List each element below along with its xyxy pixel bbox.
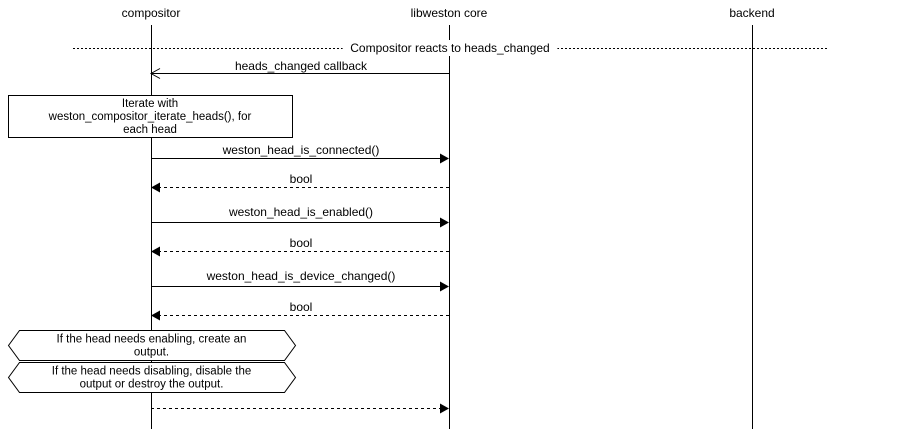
note-line: output. [134,347,169,359]
message-heads-changed-callback: heads_changed callback [149,59,449,79]
divider-text-backdrop [342,40,558,56]
note-line: each head [123,124,177,136]
participant-label-libweston-core: libweston core [411,6,488,20]
arrowhead-solid [151,182,160,193]
note-shape-rect [8,95,293,138]
note-enable-head-note: If the head needs enabling, create anout… [7,330,297,361]
note-line: If the head needs disabling, disable the [52,366,251,378]
note-shape-hexagon [7,330,297,361]
arrowhead-solid [440,217,449,228]
participant-labels-group: compositor libweston core backend [122,6,775,20]
note-line: If the head needs enabling, create an [57,334,247,346]
participant-label-backend: backend [729,6,774,20]
message-weston-head-is-device-changed: weston_head_is_device_changed() [151,269,449,292]
message-label: bool [290,300,313,314]
note-iterate-heads-note: Iterate withweston_compositor_iterate_he… [8,95,293,138]
message-label: weston_head_is_enabled() [228,205,373,219]
divider-separator: Compositor reacts to heads_changed [73,40,827,56]
message-label: bool [290,236,313,250]
message-label: weston_head_is_device_changed() [206,269,396,283]
message-label: heads_changed callback [235,59,368,73]
divider-label: Compositor reacts to heads_changed [350,41,549,55]
messages-group: heads_changed callback weston_head_is_con… [149,59,449,414]
arrowhead-solid [440,281,449,292]
message-label: bool [290,172,313,186]
notes-group: Iterate withweston_compositor_iterate_he… [7,95,297,393]
note-disable-head-note: If the head needs disabling, disable the… [7,362,297,393]
message-weston-head-is-connected: weston_head_is_connected() [151,143,449,164]
message-return-bool-device-changed: bool [151,300,449,321]
arrowhead-solid [151,246,160,257]
note-shape-hexagon [7,362,297,393]
note-line: Iterate with [122,98,178,110]
message-weston-head-is-enabled: weston_head_is_enabled() [151,205,449,228]
lifelines-group [151,25,753,429]
arrowhead-solid [151,310,160,321]
participant-label-compositor: compositor [122,6,181,20]
arrowhead-solid [440,403,449,414]
note-line: weston_compositor_iterate_heads(), for [48,111,252,123]
arrowhead-open [149,68,161,79]
arrowhead-solid [440,153,449,164]
message-return-bool-enabled: bool [151,236,449,257]
message-final-return [151,403,449,414]
message-return-bool-connected: bool [151,172,449,193]
message-label: weston_head_is_connected() [222,143,380,157]
note-line: output or destroy the output. [80,379,224,391]
